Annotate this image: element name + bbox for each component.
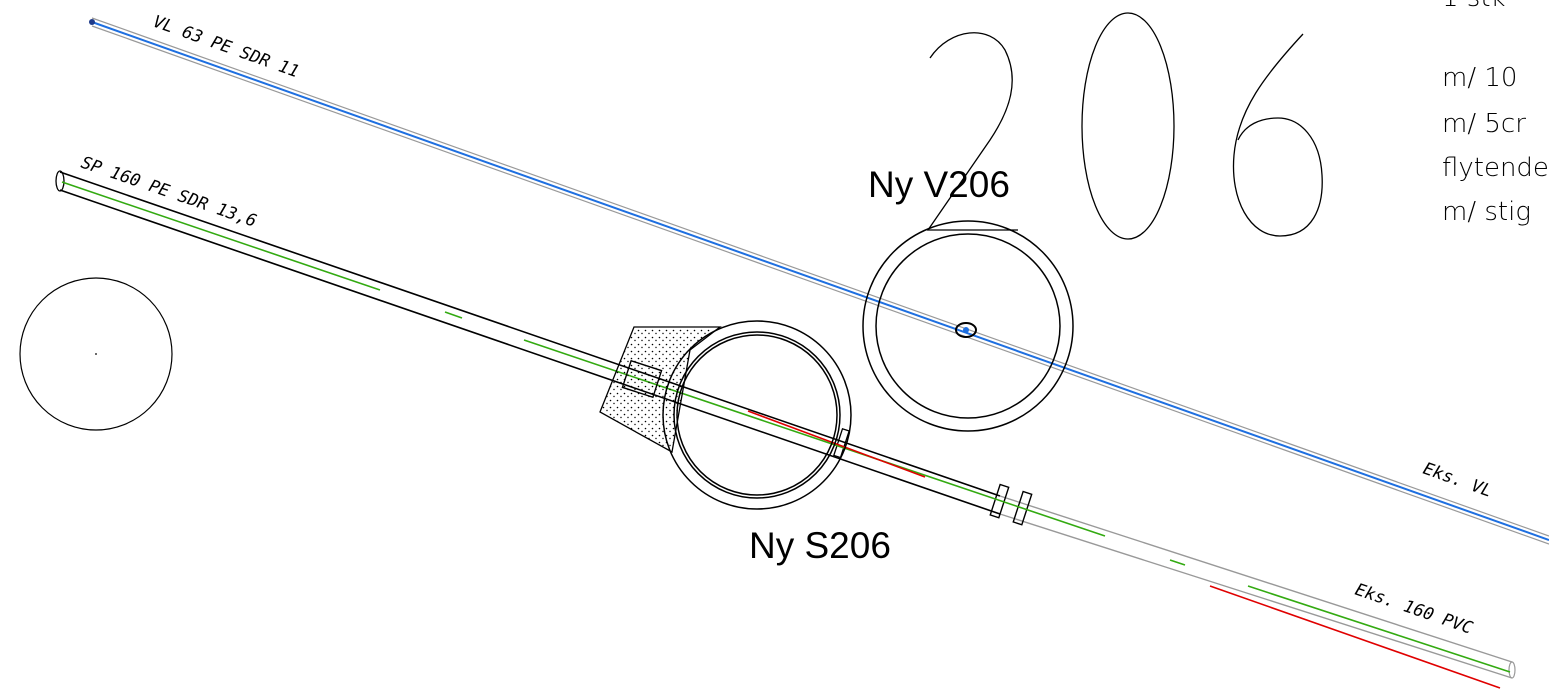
digit-6 <box>1232 33 1323 237</box>
digit-0 <box>1081 12 1175 240</box>
big-number-206 <box>926 12 1323 240</box>
svg-text:1 stk: 1 stk <box>1442 0 1506 13</box>
red-lines <box>747 410 1501 689</box>
svg-text:m/ stig: m/ stig <box>1442 197 1531 227</box>
manhole-v206 <box>862 220 1074 432</box>
label-ny-v206: Ny V206 <box>868 164 1010 205</box>
notes-block: 1 stk m/ 10 m/ 5cr flytende m/ stig <box>1442 0 1549 227</box>
water-pipe-vl-63 <box>89 17 1549 545</box>
circle-symbol <box>19 277 173 431</box>
svg-text:flytende: flytende <box>1442 153 1549 183</box>
svg-text:m/ 5cr: m/ 5cr <box>1442 109 1526 139</box>
concrete-block <box>599 326 722 454</box>
label-ny-s206: Ny S206 <box>749 525 891 566</box>
label-sp-160: SP 160 PE SDR 13,6 <box>78 153 259 232</box>
label-eks-vl: Eks. VL <box>1420 459 1494 502</box>
sewer-centerline <box>61 181 1511 673</box>
digit-2 <box>926 32 1018 231</box>
svg-text:m/ 10: m/ 10 <box>1442 63 1517 93</box>
